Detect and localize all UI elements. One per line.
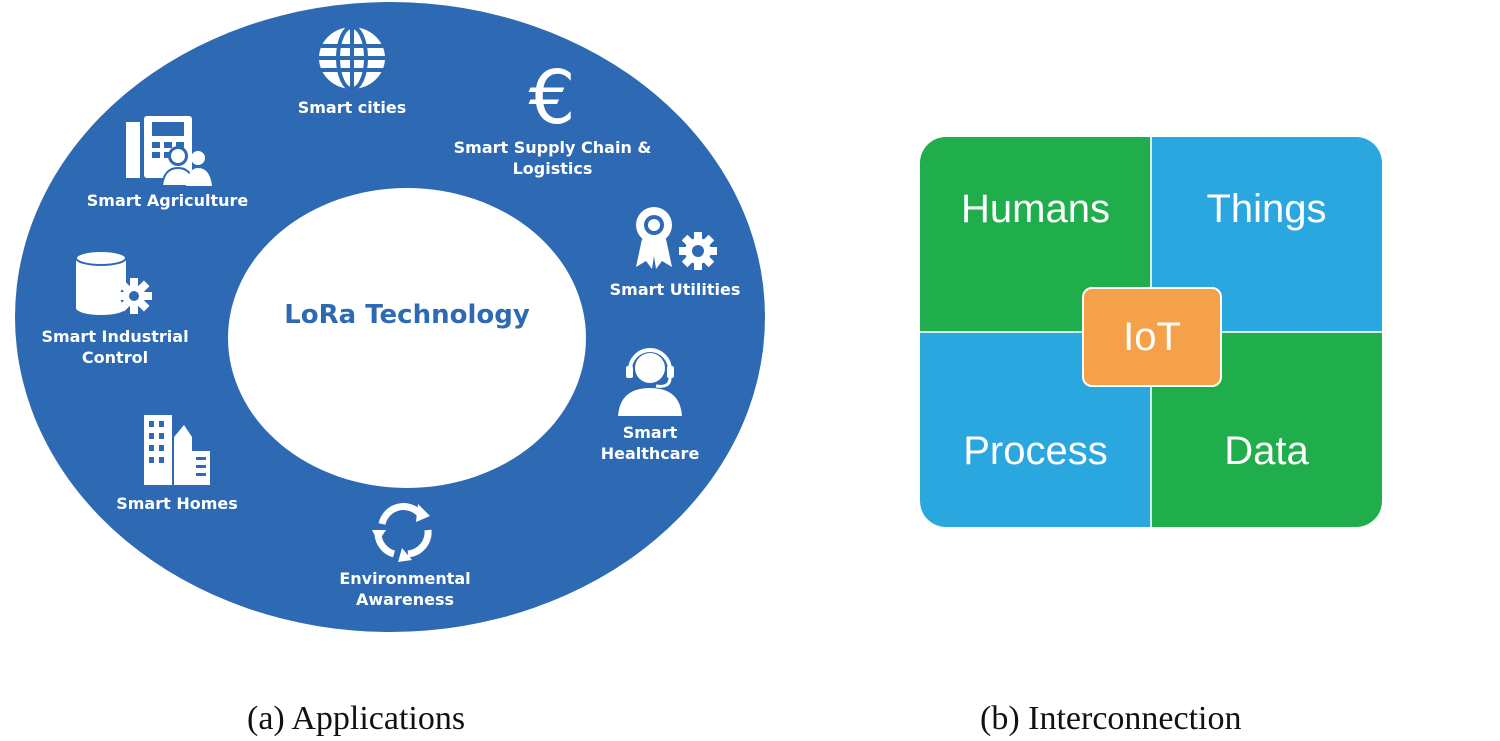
app-label: Environmental Awareness [339,569,471,609]
app-label: Smart cities [297,98,407,117]
app-label: Smart Supply Chain & Logistics [453,138,652,178]
caption-interconnection: (b) Interconnection [980,700,1242,737]
app-label: Smart Healthcare [600,423,700,463]
database-gear-icon [75,250,152,315]
quadrant-label: Humans [961,187,1110,231]
iot-center-box: IoT [1082,287,1222,387]
app-smart-homes: Smart Homes [87,493,267,514]
buildings-icon [144,415,210,485]
center-title: LoRa Technology [284,300,530,330]
app-smart-agriculture: Smart Agriculture [50,190,285,211]
app-smart-utilities: Smart Utilities [585,279,765,300]
app-label: Smart Industrial Control [41,327,189,367]
globe-icon [319,25,385,91]
iot-label: IoT [1123,314,1181,359]
quadrant-label: Process [963,429,1108,473]
app-label: Smart Utilities [609,280,741,299]
app-smart-supply-chain: Smart Supply Chain & Logistics [420,137,685,179]
app-label: Smart Agriculture [86,191,249,210]
award-gear-icon [636,207,717,270]
quadrant-label: Things [1206,187,1327,231]
euro-icon: € [528,55,576,141]
office-people-icon [126,116,212,186]
caption-applications: (a) Applications [247,700,466,737]
iot-interconnection-diagram: Humans Things Process Data IoT [920,137,1382,527]
quadrant-label: Data [1224,429,1309,473]
app-label: Smart Homes [116,494,238,513]
app-smart-industrial-control: Smart Industrial Control [10,326,220,368]
app-smart-healthcare: Smart Healthcare [560,422,740,464]
app-environmental-awareness: Environmental Awareness [300,568,510,610]
app-smart-cities: Smart cities [262,97,442,118]
lora-applications-diagram: LoRa Technology Smart cities € Smart Sup… [0,0,780,660]
headset-person-icon [618,348,682,416]
cycle-arrows-icon [372,503,432,562]
ring-center [228,188,586,488]
